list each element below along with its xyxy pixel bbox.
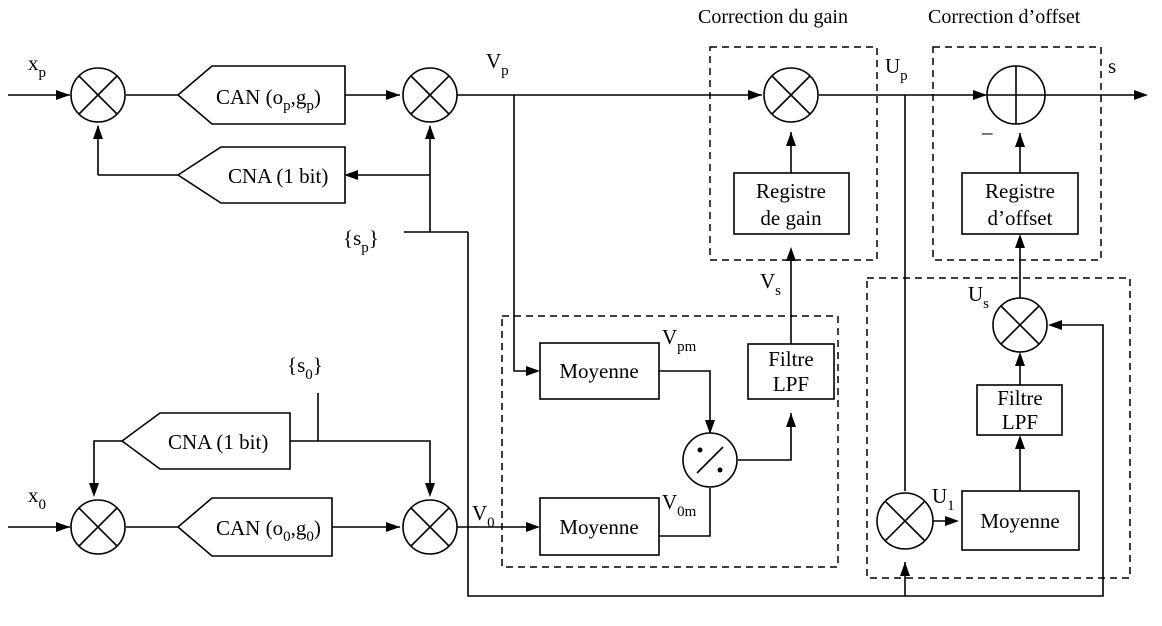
multiplier-bottom-mid — [402, 499, 458, 555]
signal-us: Us — [968, 282, 989, 312]
multiplier-top-mid — [402, 67, 458, 123]
multiplier-bottom-left — [70, 499, 126, 555]
svg-text:Registre: Registre — [985, 179, 1055, 203]
can-0-block: CAN (o0,g0) — [176, 497, 333, 557]
gain-correction-title: Correction du gain — [698, 6, 848, 28]
svg-text:Moyenne: Moyenne — [980, 509, 1059, 533]
signal-vpm: Vpm — [662, 325, 697, 355]
registre-offset-block: Registre d’offset — [961, 172, 1079, 235]
svg-text:LPF: LPF — [1002, 410, 1038, 434]
svg-text:Registre: Registre — [756, 179, 826, 203]
signal-xp: xp — [28, 51, 46, 81]
moyenne-vp-block: Moyenne — [539, 342, 660, 400]
svg-text:CNA (1 bit): CNA (1 bit) — [168, 430, 268, 454]
offset-estimation-group — [866, 277, 1131, 579]
moyenne-offset-block: Moyenne — [961, 490, 1080, 551]
svg-text:Filtre: Filtre — [997, 386, 1043, 410]
multiplier-gain — [763, 67, 819, 123]
cna-p-block: CNA (1 bit) — [176, 146, 346, 204]
registre-gain-block: Registre de gain — [733, 172, 850, 235]
svg-text:Filtre: Filtre — [768, 347, 814, 371]
multiplier-u1 — [876, 492, 934, 550]
signal-v0: V0 — [472, 501, 495, 531]
svg-text:d’offset: d’offset — [988, 206, 1053, 230]
offset-correction-title: Correction d’offset — [928, 6, 1081, 28]
signal-u1: U1 — [932, 484, 955, 514]
divider-junction — [682, 432, 738, 488]
svg-text:Moyenne: Moyenne — [559, 515, 638, 539]
svg-text:Moyenne: Moyenne — [559, 359, 638, 383]
signal-sp: {sp} — [343, 226, 379, 256]
moyenne-v0-block: Moyenne — [539, 497, 660, 556]
gain-estimation-group — [501, 315, 839, 568]
signal-up: Up — [885, 54, 908, 84]
gain-correction-group — [709, 46, 878, 261]
cna-0-block: CNA (1 bit) — [120, 412, 291, 470]
svg-text:CAN (o0,g0): CAN (o0,g0) — [216, 516, 321, 545]
signal-s: s — [1108, 54, 1116, 78]
svg-text:CNA (1 bit): CNA (1 bit) — [228, 164, 328, 188]
arrowheads — [56, 90, 1148, 576]
signal-vs: Vs — [760, 269, 781, 299]
filtre-lpf-gain-block: Filtre LPF — [747, 343, 835, 400]
can-p-block: CAN (op,gp) — [176, 65, 346, 125]
signal-vp: Vp — [486, 49, 509, 79]
signal-v0m: V0m — [662, 490, 697, 520]
multiplier-top-left — [70, 67, 126, 123]
multiplier-us — [992, 297, 1048, 353]
svg-text:CAN (op,gp): CAN (op,gp) — [216, 85, 321, 114]
signal-s0: {s0} — [287, 353, 323, 383]
svg-text:LPF: LPF — [773, 372, 809, 396]
svg-text:de gain: de gain — [760, 206, 822, 230]
offset-correction-group — [932, 46, 1102, 261]
filtre-lpf-offset-block: Filtre LPF — [976, 384, 1063, 436]
adder-offset — [986, 65, 1046, 125]
minus-sign: – — [981, 120, 993, 144]
signal-x0: x0 — [28, 483, 46, 513]
